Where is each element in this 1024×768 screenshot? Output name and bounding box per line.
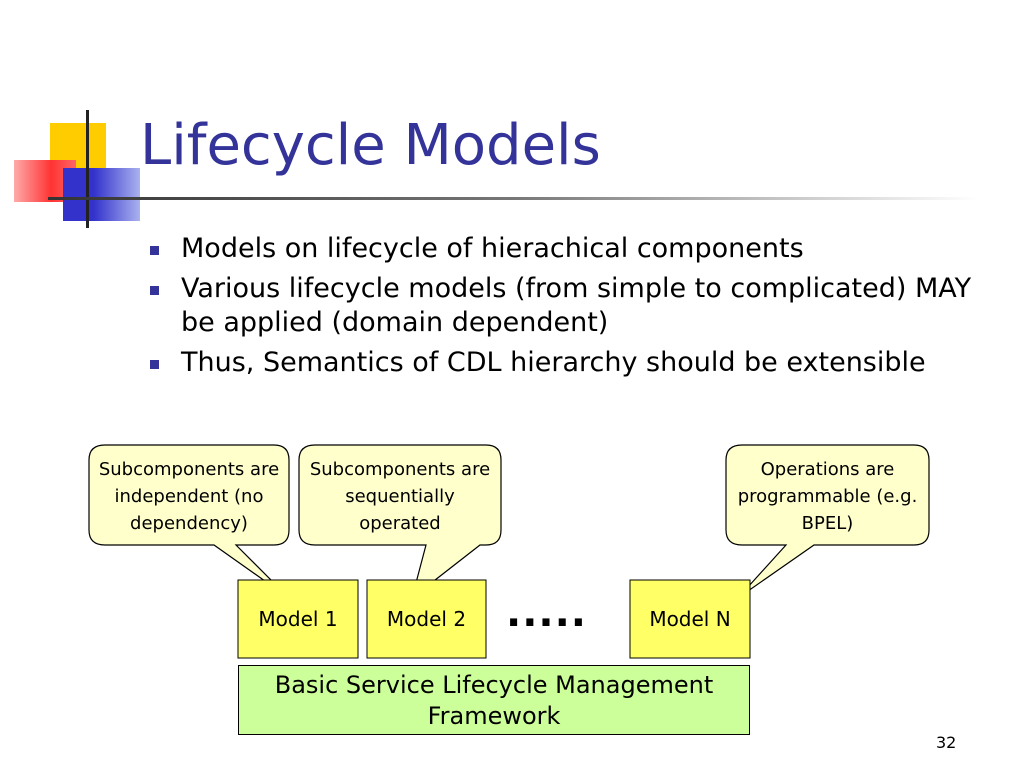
square-bullet-icon bbox=[150, 246, 159, 255]
ellipsis: ..... bbox=[506, 590, 587, 636]
square-bullet-icon bbox=[150, 286, 159, 295]
page-number: 32 bbox=[936, 733, 957, 752]
model-label: Model N bbox=[649, 607, 731, 631]
bullet-text: Various lifecycle models (from simple to… bbox=[181, 273, 972, 338]
callout-text: Subcomponents are sequentially operated bbox=[309, 459, 491, 534]
title-underline bbox=[48, 197, 978, 200]
bullet-item: Various lifecycle models (from simple to… bbox=[150, 272, 1000, 340]
callout-bubble bbox=[725, 444, 930, 599]
callout-bubble bbox=[88, 444, 290, 599]
callout-text: Subcomponents are independent (no depend… bbox=[98, 459, 280, 534]
square-bullet-icon bbox=[150, 360, 159, 369]
logo-blue-square bbox=[63, 168, 140, 221]
bullet-text: Models on lifecycle of hierachical compo… bbox=[181, 233, 804, 264]
model-label: Model 1 bbox=[258, 607, 338, 631]
bullet-item: Thus, Semantics of CDL hierarchy should … bbox=[150, 346, 1000, 380]
model-box bbox=[629, 579, 751, 659]
model-label: Model 2 bbox=[386, 607, 467, 631]
model-box bbox=[366, 579, 487, 659]
bullet-item: Models on lifecycle of hierachical compo… bbox=[150, 232, 1000, 266]
callout-bubble bbox=[298, 444, 502, 600]
logo-vertical-line bbox=[86, 110, 89, 228]
callout-text: Operations are programmable (e.g. BPEL) bbox=[737, 459, 918, 534]
framework-box: Basic Service Lifecycle Management Frame… bbox=[238, 665, 750, 735]
bullet-text: Thus, Semantics of CDL hierarchy should … bbox=[181, 347, 926, 378]
model-box bbox=[237, 579, 359, 659]
slide-title: Lifecycle Models bbox=[140, 113, 601, 178]
bullet-list: Models on lifecycle of hierachical compo… bbox=[150, 232, 1000, 386]
